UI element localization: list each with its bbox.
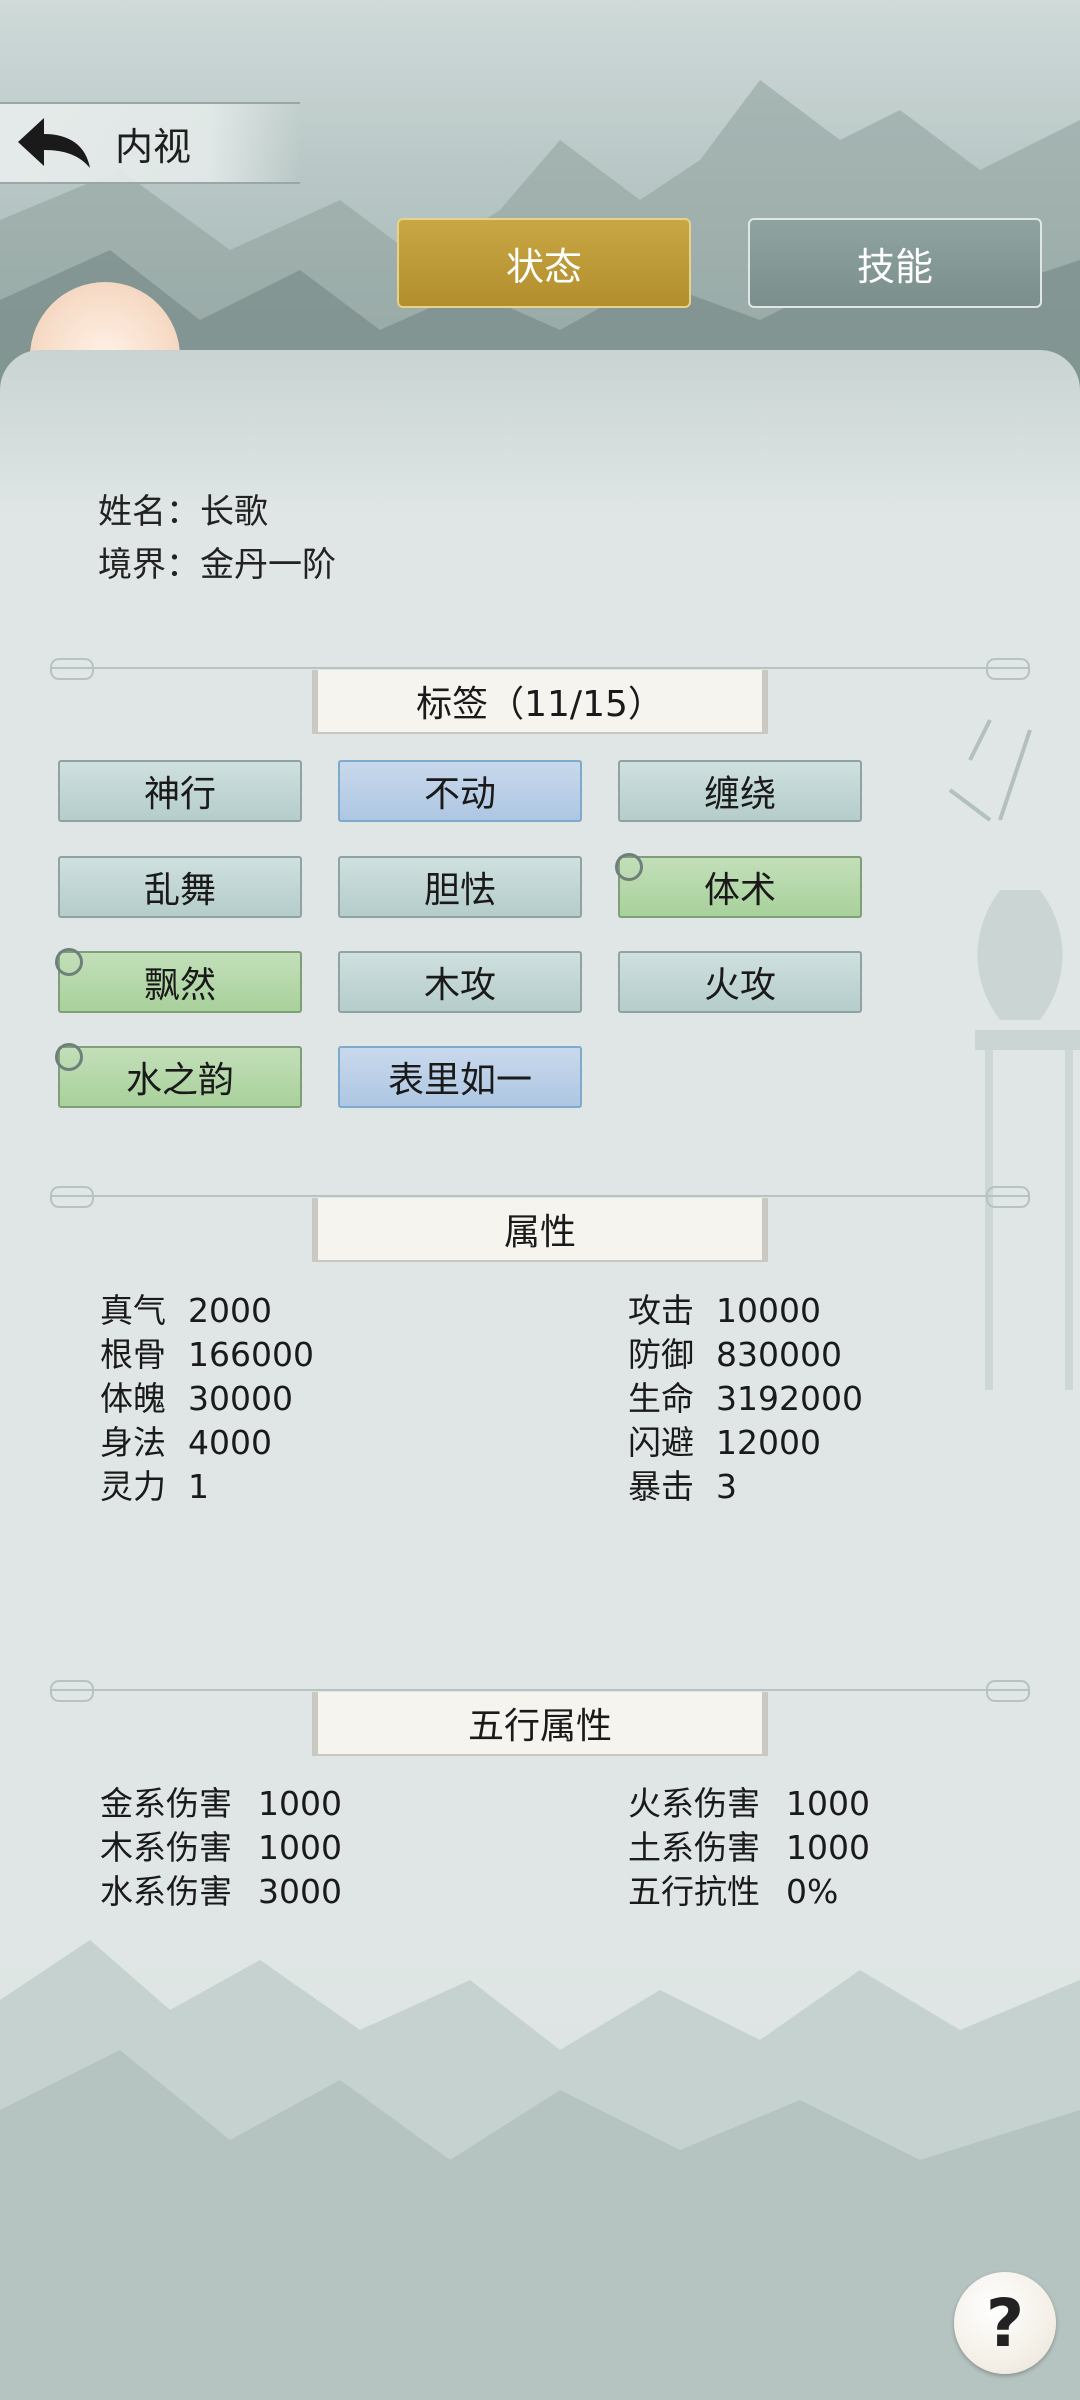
attr-key: 根骨 xyxy=(100,1335,166,1374)
attr-row: 生命 3192000 xyxy=(628,1372,863,1420)
tag-item[interactable]: 体术 xyxy=(618,856,862,918)
attr-row: 灵力 1 xyxy=(100,1460,209,1508)
attr-value: 2000 xyxy=(188,1291,272,1330)
element-value: 1000 xyxy=(786,1828,870,1867)
element-row: 水系伤害 3000 xyxy=(100,1865,342,1913)
profile-realm: 境界：金丹一阶 xyxy=(98,545,336,585)
attr-value: 12000 xyxy=(716,1423,821,1462)
tag-item[interactable]: 乱舞 xyxy=(58,856,302,918)
tag-item[interactable]: 木攻 xyxy=(338,951,582,1013)
elements-header: 五行属性 xyxy=(312,1692,768,1754)
attr-row: 体魄 30000 xyxy=(100,1372,293,1420)
element-row: 土系伤害 1000 xyxy=(628,1821,870,1869)
tab-skill[interactable]: 技能 xyxy=(748,218,1042,308)
attr-row: 防御 830000 xyxy=(628,1328,842,1376)
corner-ornament xyxy=(55,1043,83,1071)
attr-value: 3192000 xyxy=(716,1379,863,1418)
element-key: 金系伤害 xyxy=(100,1784,232,1823)
attr-row: 真气 2000 xyxy=(100,1284,272,1332)
attr-row: 攻击 10000 xyxy=(628,1284,821,1332)
tag-item[interactable]: 胆怯 xyxy=(338,856,582,918)
attr-value: 166000 xyxy=(188,1335,314,1374)
attr-value: 830000 xyxy=(716,1335,842,1374)
help-label: ? xyxy=(985,2284,1025,2362)
attr-key: 体魄 xyxy=(100,1379,166,1418)
attr-key: 闪避 xyxy=(628,1423,694,1462)
element-value: 3000 xyxy=(258,1872,342,1911)
attr-value: 10000 xyxy=(716,1291,821,1330)
divider-tags xyxy=(50,658,1030,680)
vase-decoration xyxy=(948,719,1080,1390)
element-row: 木系伤害 1000 xyxy=(100,1821,342,1869)
element-row: 金系伤害 1000 xyxy=(100,1777,342,1825)
attr-key: 身法 xyxy=(100,1423,166,1462)
attr-key: 防御 xyxy=(628,1335,694,1374)
element-value: 0% xyxy=(786,1872,839,1911)
attr-value: 30000 xyxy=(188,1379,293,1418)
tab-status[interactable]: 状态 xyxy=(397,218,691,308)
profile-name: 姓名：长歌 xyxy=(98,492,268,532)
attr-key: 攻击 xyxy=(628,1291,694,1330)
corner-ornament xyxy=(615,853,643,881)
element-key: 水系伤害 xyxy=(100,1872,232,1911)
tags-header: 标签（11/15） xyxy=(312,670,768,732)
attr-value: 4000 xyxy=(188,1423,272,1462)
tag-item[interactable]: 不动 xyxy=(338,760,582,822)
bottom-mountains xyxy=(0,1940,1080,2400)
element-row: 火系伤害 1000 xyxy=(628,1777,870,1825)
divider-elements xyxy=(50,1680,1030,1702)
tag-item[interactable]: 缠绕 xyxy=(618,760,862,822)
attr-key: 灵力 xyxy=(100,1467,166,1506)
element-value: 1000 xyxy=(786,1784,870,1823)
tag-item[interactable]: 飘然 xyxy=(58,951,302,1013)
tag-item[interactable]: 水之韵 xyxy=(58,1046,302,1108)
element-key: 土系伤害 xyxy=(628,1828,760,1867)
attr-value: 3 xyxy=(716,1467,737,1506)
attr-value: 1 xyxy=(188,1467,209,1506)
element-value: 1000 xyxy=(258,1828,342,1867)
help-icon[interactable]: ? xyxy=(954,2272,1056,2374)
corner-ornament xyxy=(55,948,83,976)
element-key: 火系伤害 xyxy=(628,1784,760,1823)
attr-key: 暴击 xyxy=(628,1467,694,1506)
divider-attributes xyxy=(50,1186,1030,1208)
element-key: 木系伤害 xyxy=(100,1828,232,1867)
attr-row: 根骨 166000 xyxy=(100,1328,314,1376)
page-title: 内视 xyxy=(115,125,192,169)
attr-key: 真气 xyxy=(100,1291,166,1330)
tag-item[interactable]: 表里如一 xyxy=(338,1046,582,1108)
attr-row: 暴击 3 xyxy=(628,1460,737,1508)
element-row: 五行抗性 0% xyxy=(628,1865,838,1913)
attributes-header: 属性 xyxy=(312,1198,768,1260)
tag-item[interactable]: 火攻 xyxy=(618,951,862,1013)
element-value: 1000 xyxy=(258,1784,342,1823)
element-key: 五行抗性 xyxy=(628,1872,760,1911)
tag-item[interactable]: 神行 xyxy=(58,760,302,822)
attr-row: 身法 4000 xyxy=(100,1416,272,1464)
back-arrow-icon[interactable] xyxy=(14,112,94,172)
attr-key: 生命 xyxy=(628,1379,694,1418)
attr-row: 闪避 12000 xyxy=(628,1416,821,1464)
